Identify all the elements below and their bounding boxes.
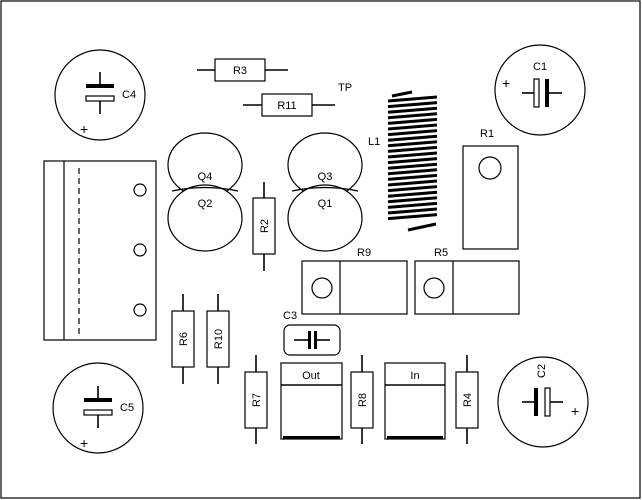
resistor-r7: R7 [244, 355, 268, 444]
c1-outline [494, 44, 586, 136]
l1-turn [387, 112, 438, 120]
resistor-r8: R8 [350, 355, 374, 444]
capacitor-c5: C5 + [52, 362, 144, 454]
q2-body [167, 184, 243, 252]
q2-label: Q2 [198, 198, 213, 210]
l1-turn [387, 95, 438, 103]
c2-plate-filled [534, 388, 538, 416]
heatsink-hole-1 [133, 183, 147, 197]
q1-body [287, 184, 363, 252]
c5-plus-sign: + [80, 435, 88, 451]
l1-lead-top [391, 90, 413, 98]
resistor-r3: R3 [197, 58, 288, 82]
capacitor-c1: C1 + [494, 44, 586, 136]
r6-label: R6 [178, 332, 190, 346]
l1-label: L1 [368, 136, 380, 148]
r9-mounting-hole [311, 277, 333, 299]
c4-plate-filled [86, 84, 114, 88]
c5-plate-filled [84, 398, 112, 402]
resistor-r10: R10 [206, 294, 230, 384]
heatsink-hole-3 [133, 303, 147, 317]
r4-label: R4 [462, 393, 474, 407]
l1-turn [387, 201, 438, 209]
c4-label: C4 [122, 89, 136, 101]
l1-turn [387, 129, 438, 137]
r8-label: R8 [357, 393, 369, 407]
r2-label: R2 [259, 219, 271, 233]
resistor-r11: R11 [243, 93, 335, 117]
c2-outline [497, 356, 589, 448]
r9-label: R9 [357, 247, 371, 259]
c4-plus-sign: + [80, 121, 88, 137]
c4-plate-open [85, 95, 115, 102]
c5-label: C5 [120, 402, 134, 414]
l1-turn [387, 106, 438, 114]
l1-turn [387, 134, 438, 142]
l1-turn [387, 207, 438, 215]
c1-plus-sign: + [502, 75, 510, 91]
l1-turn [387, 196, 438, 204]
c2-plus-sign: + [571, 403, 579, 419]
c5-outline [52, 362, 144, 454]
r3-label: R3 [233, 65, 247, 77]
capacitor-c4: C4 + [54, 49, 146, 141]
l1-turn [387, 157, 438, 165]
connector-in: In [384, 362, 446, 440]
c5-plate-open [83, 409, 113, 416]
heatsink [43, 160, 157, 341]
c4-outline [54, 49, 146, 141]
l1-turn [387, 151, 438, 159]
tp-label: TP [338, 82, 352, 94]
q3-label: Q3 [318, 171, 333, 183]
r7-label: R7 [251, 393, 263, 407]
l1-turn [387, 145, 438, 153]
l1-turn [387, 179, 438, 187]
inductor-l1: L1 [368, 90, 438, 232]
in-label: In [410, 370, 419, 382]
capacitor-c3: C3 [283, 310, 341, 356]
l1-lead-bottom [407, 222, 437, 232]
l1-turn [387, 213, 438, 221]
l1-turn [387, 117, 438, 125]
resistor-r2: R2 [252, 182, 276, 271]
capacitor-c2: C2 + [497, 356, 589, 448]
resistor-r6: R6 [171, 294, 195, 384]
component-r5: R5 [414, 247, 520, 315]
r11-label: R11 [277, 100, 296, 112]
c3-label: C3 [283, 310, 297, 322]
q4-label: Q4 [198, 171, 213, 183]
l1-turn [387, 185, 438, 193]
r1-label: R1 [480, 128, 494, 140]
resistor-r4: R4 [455, 355, 479, 444]
component-r1: R1 [462, 128, 519, 250]
l1-turn [387, 162, 438, 170]
r5-mounting-hole [423, 277, 445, 299]
q1-label: Q1 [318, 198, 333, 210]
heatsink-hole-2 [133, 243, 147, 257]
l1-turn [387, 101, 438, 109]
c1-plate-open [533, 78, 540, 108]
l1-turn [387, 123, 438, 131]
l1-turn [387, 190, 438, 198]
l1-turn [387, 173, 438, 181]
l1-turn [387, 140, 438, 148]
c2-plate-open [544, 387, 551, 417]
connector-out: Out [280, 362, 343, 440]
c1-plate-filled [545, 79, 549, 107]
c2-label: C2 [536, 364, 548, 378]
r10-label: R10 [213, 329, 225, 349]
out-label: Out [302, 370, 320, 382]
transistor-pair-q4-q2: Q4 Q2 [167, 132, 243, 252]
l1-winding [387, 90, 438, 232]
r1-mounting-hole [478, 156, 502, 180]
c1-label: C1 [533, 61, 547, 73]
r5-label: R5 [434, 247, 448, 259]
component-r9: R9 [301, 247, 408, 315]
transistor-pair-q3-q1: Q3 Q1 [287, 132, 363, 252]
l1-turn [387, 168, 438, 176]
